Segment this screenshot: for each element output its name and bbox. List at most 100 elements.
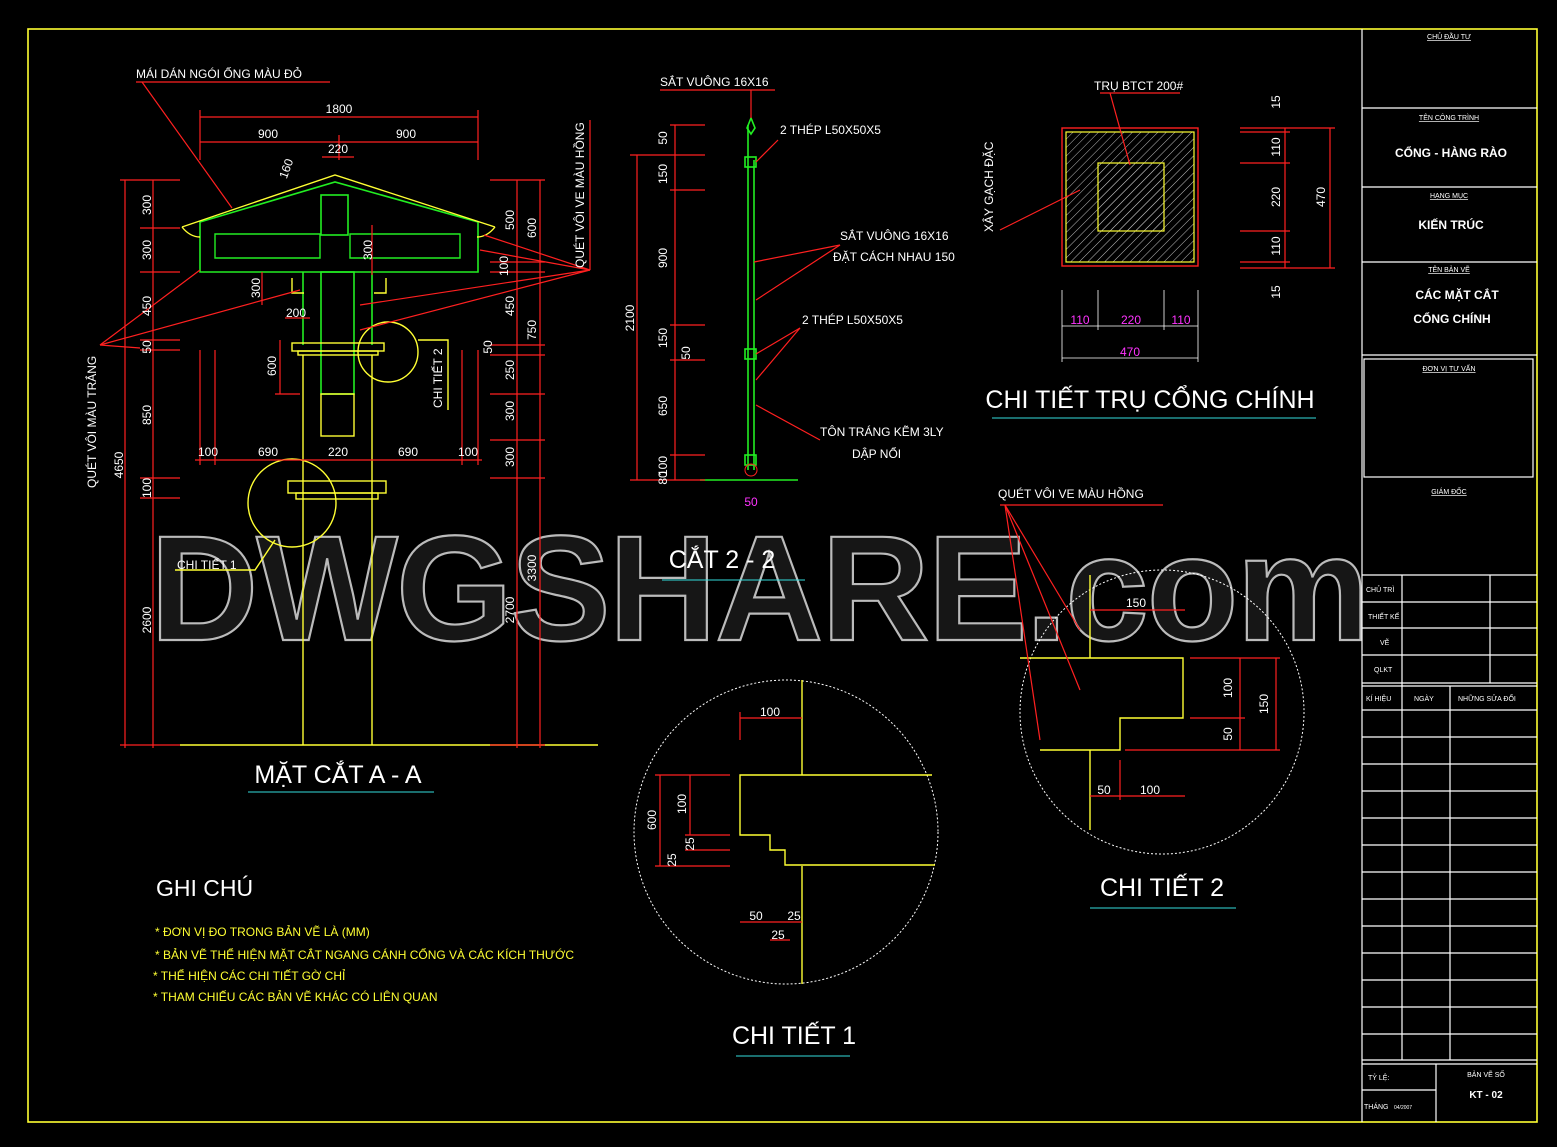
dim: 150 — [1257, 694, 1271, 714]
dim: 470 — [1120, 345, 1140, 359]
dim: 750 — [525, 320, 539, 340]
dim: 100 — [458, 445, 478, 459]
detail2-reference: CHI TIẾT 2 — [430, 348, 445, 408]
notes: GHI CHÚ * ĐƠN VỊ ĐO TRONG BẢN VẼ LÀ (MM)… — [153, 875, 574, 1004]
dim: 110 — [1269, 236, 1283, 255]
dim: 100 — [675, 794, 689, 814]
category-name: KIẾN TRÚC — [1418, 217, 1484, 232]
detail-1-title: CHI TIẾT 1 — [732, 1021, 856, 1050]
director-label: GIÁM ĐỐC — [1431, 486, 1466, 496]
dim: 220 — [1269, 187, 1283, 207]
revision-header: NHỮNG SỬA ĐỔI — [1458, 694, 1516, 703]
drawing-name-line1: CÁC MẶT CẮT — [1415, 287, 1499, 302]
column-core — [320, 271, 355, 395]
dim: 150 — [656, 164, 670, 184]
drawing-name-line2: CỔNG CHÍNH — [1413, 311, 1490, 326]
section-aa: MÁI DÁN NGÓI ỐNG MÀU ĐỎ 1800 900 900 220… — [84, 66, 598, 793]
dim: 2700 — [503, 596, 517, 623]
column-detail-title: CHI TIẾT TRỤ CỔNG CHÍNH — [985, 384, 1314, 414]
project-name: CỔNG - HÀNG RÀO — [1395, 145, 1507, 160]
dim: 220 — [1121, 313, 1141, 327]
category-label: HẠNG MỤC — [1430, 193, 1468, 200]
label: TÔN TRÁNG KẼM 3LY — [820, 424, 944, 439]
label: DẬP NỔI — [852, 446, 901, 461]
role-label: QLKT — [1374, 667, 1393, 674]
dim: 2100 — [623, 304, 637, 331]
dim: 100 — [760, 705, 780, 719]
left-paint-label: QUÉT VÔI MÀU TRẮNG — [84, 356, 99, 488]
dim: 200 — [286, 306, 306, 320]
dim: 25 — [683, 837, 697, 851]
dim: 50 — [1097, 783, 1111, 797]
note-item: * ĐƠN VỊ ĐO TRONG BẢN VẼ LÀ (MM) — [155, 924, 370, 939]
dim: 300 — [140, 240, 154, 260]
detail2-callout-circle — [357, 321, 419, 383]
dim: 100 — [1221, 678, 1235, 698]
role-label: THIẾT KẾ — [1368, 611, 1400, 621]
dim: 15 — [1269, 95, 1283, 109]
dim: 470 — [1314, 187, 1328, 207]
label: 2 THÉP L50X50X5 — [780, 122, 881, 137]
dim: 110 — [1070, 313, 1089, 327]
column-detail: TRỤ BTCT 200# XÂY GẠCH ĐẶC 15 110 220 11… — [981, 79, 1335, 419]
detail-2: QUÉT VÔI VE MÀU HỒNG 150 100 150 50 50 1… — [998, 486, 1305, 909]
dim: 300 — [503, 401, 517, 421]
dim: 3300 — [525, 554, 539, 581]
left-dims: 300 300 450 50 850 100 2600 4650 — [112, 195, 154, 634]
drawing-label: TÊN BẢN VẼ — [1428, 265, 1470, 274]
dim: 100 — [497, 256, 511, 276]
project-label: TÊN CÔNG TRÌNH — [1419, 113, 1479, 122]
detail1-callout-circle — [247, 458, 337, 548]
roof-label: MÁI DÁN NGÓI ỐNG MÀU ĐỎ — [136, 66, 302, 81]
sheet-number: KT - 02 — [1469, 1090, 1503, 1101]
detail-2-title: CHI TIẾT 2 — [1100, 873, 1224, 902]
title-block: CHỦ ĐẦU TƯ TÊN CÔNG TRÌNH CỔNG - HÀNG RÀ… — [1361, 29, 1537, 1122]
scale-label: TỶ LỆ: — [1368, 1073, 1389, 1082]
dim: 600 — [525, 218, 539, 238]
dim: 25 — [787, 909, 801, 923]
dim: 900 — [258, 127, 278, 141]
brick-label: XÂY GẠCH ĐẶC — [981, 141, 996, 232]
dim: 900 — [656, 248, 670, 268]
dim: 300 — [249, 278, 263, 298]
dim: 220 — [328, 142, 348, 156]
dim: 25 — [771, 928, 785, 942]
dim: 50 — [1221, 727, 1235, 741]
label: 2 THÉP L50X50X5 — [802, 312, 903, 327]
dim: 300 — [140, 195, 154, 215]
notes-heading: GHI CHÚ — [156, 875, 253, 901]
right-paint-label: QUÉT VÔI VE MÀU HỒNG — [572, 122, 587, 268]
dim: 300 — [503, 447, 517, 467]
dim: 4650 — [112, 451, 126, 478]
label: SẮT VUÔNG 16X16 — [840, 228, 949, 243]
revision-header: NGÀY — [1414, 694, 1434, 703]
dim: 250 — [503, 360, 517, 380]
dim: 100 — [140, 478, 154, 498]
column-label: TRỤ BTCT 200# — [1094, 79, 1183, 93]
dim: 80 — [656, 471, 670, 485]
dim: 50 — [140, 340, 154, 354]
dim: 500 — [503, 210, 517, 230]
note-item: * THỂ HIỆN CÁC CHI TIẾT GỜ CHỈ — [153, 968, 346, 983]
label: ĐẶT CÁCH NHAU 150 — [833, 249, 955, 264]
dim: 650 — [656, 396, 670, 416]
detail-1: 100 600 100 25 25 50 25 25 CHI TIẾT 1 — [633, 679, 939, 1057]
revision-header: KÍ HIỆU — [1366, 694, 1391, 703]
dim: 100 — [1140, 783, 1160, 797]
dim: 220 — [328, 445, 348, 459]
role-label: VẼ — [1380, 638, 1390, 647]
note-item: * BẢN VẼ THỂ HIỆN MẶT CẮT NGANG CÁNH CỔN… — [155, 947, 574, 962]
dim: 160 — [276, 157, 296, 181]
dim: 900 — [396, 127, 416, 141]
dim: 600 — [645, 810, 659, 830]
dim: 50 — [481, 340, 495, 354]
roof-slab — [199, 181, 479, 273]
dim: 50 — [749, 909, 763, 923]
section-22: SẮT VUÔNG 16X16 2 THÉP L50X50X5 SẮT VUÔN… — [623, 74, 955, 581]
dim: 110 — [1269, 137, 1283, 156]
dim: 110 — [1171, 313, 1190, 327]
dim: 50 — [679, 346, 693, 360]
role-label: CHỦ TRÌ — [1366, 585, 1394, 594]
dim: 450 — [140, 296, 154, 316]
